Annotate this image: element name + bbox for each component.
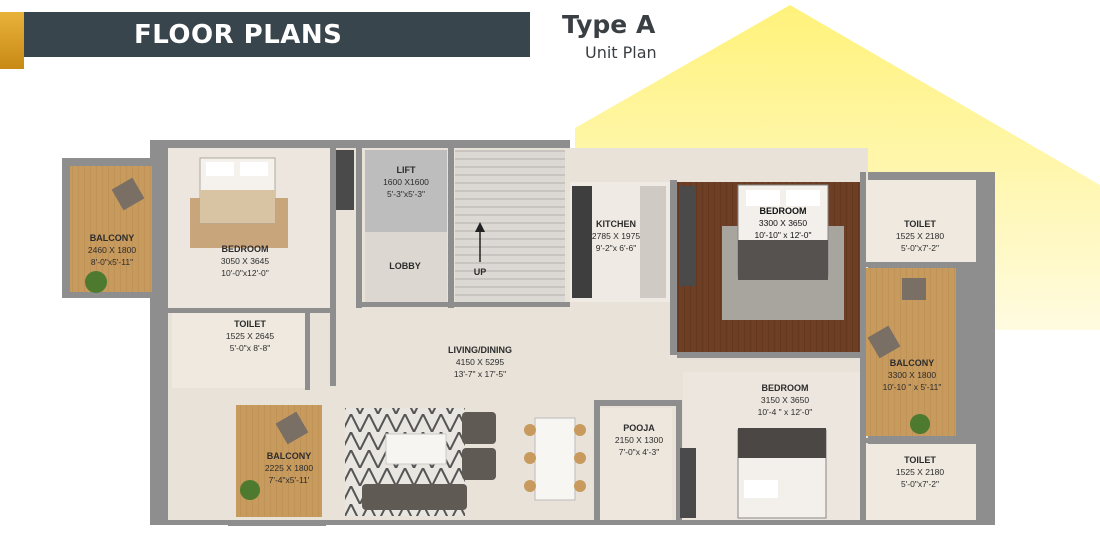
banner: FLOOR PLANS — [24, 12, 530, 57]
balcony-1-floor — [70, 166, 152, 292]
toilet-2-floor — [172, 310, 307, 388]
room-bedroom-3: BEDROOM 3150 X 3650 10'-4 " x 12'-0" — [757, 383, 813, 417]
room-kitchen: KITCHEN 2785 X 1975 9'-2"x 6'-6" — [591, 219, 641, 253]
stairs — [455, 150, 565, 302]
room-toilet-1: TOILET 1525 X 2180 5'-0"x7'-2" — [895, 219, 945, 253]
room-living-dining: LIVING/DINING 4150 X 5295 13'-7" x 17'-5… — [447, 345, 512, 379]
room-pooja: POOJA 2150 X 1300 7'-0"x 4'-3" — [614, 423, 664, 457]
room-lift: LIFT 1600 X1600 5'-3"x5'-3" — [383, 165, 429, 199]
banner-accent — [0, 12, 24, 69]
plants — [85, 271, 930, 500]
bedroom-3-bed — [737, 428, 827, 519]
pooja-floor — [600, 408, 672, 520]
room-balcony-3: BALCONY 2225 X 1800 7'-4"x5'-11' — [264, 451, 314, 485]
banner-title: FLOOR PLANS — [134, 20, 343, 50]
kitchen-counter — [572, 186, 666, 298]
toilet-1-floor — [866, 180, 976, 262]
interior-walls — [168, 148, 976, 522]
room-toilet-3: TOILET 1525 X 2180 5'-0"x7'-2" — [895, 455, 945, 489]
bedroom-2-bed — [737, 184, 829, 280]
sofa — [362, 412, 496, 510]
room-up: UP — [473, 267, 487, 277]
toilet-3-floor — [866, 444, 976, 520]
room-lobby: LOBBY — [389, 261, 421, 271]
room-bedroom-2: BEDROOM 3300 X 3650 10'-10" x 12'-0" — [754, 206, 812, 240]
type-title: Type A — [562, 10, 656, 39]
lobby-floor — [365, 232, 447, 304]
balcony-chairs — [111, 177, 926, 445]
type-subtitle: Unit Plan — [585, 43, 657, 62]
lift-floor — [365, 150, 447, 232]
room-bedroom-1: BEDROOM 3050 X 3645 10'-0"x12'-0" — [220, 244, 270, 278]
room-toilet-2: TOILET 1525 X 2645 5'-0"x 8'-8" — [225, 319, 275, 353]
room-balcony-1: BALCONY 2460 X 1800 8'-0"x5'-11" — [87, 233, 137, 267]
room-balcony-2: BALCONY 3300 X 1800 10'-10 " x 5'-11" — [882, 358, 942, 392]
coffee-table — [385, 433, 447, 465]
bedroom-1-bed — [199, 157, 276, 224]
dining-table — [524, 417, 586, 501]
wardrobes — [336, 150, 696, 518]
stair-arrow — [475, 222, 485, 262]
